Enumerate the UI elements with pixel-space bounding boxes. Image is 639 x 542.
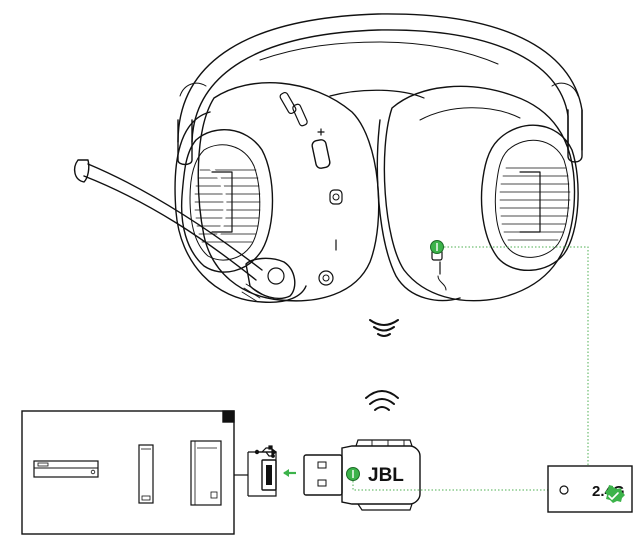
usb-symbol-icon [254,445,277,458]
console-box [21,410,277,535]
vertical-console-icon [138,444,154,504]
right-speaker-plate [480,124,579,271]
insert-arrow-icon [283,469,296,477]
left-speaker-plate [180,128,274,273]
headband [177,13,583,151]
tower-console-icon [190,440,222,506]
wireless-waves-icon [365,390,399,411]
right-ear-cup [383,85,576,302]
dongle-brand-label: JBL [368,465,404,486]
link-lines [352,246,589,491]
horizontal-console-icon [33,460,99,478]
corner-marker [222,410,235,423]
mic-boom [87,163,263,271]
usb-dongle [303,439,421,511]
left-ear-cup [197,82,380,302]
status-box [547,465,633,513]
check-badge-icon [605,485,625,503]
headset-illustration [73,13,583,303]
usb-port [261,459,277,491]
wireless-waves-icon [369,319,399,337]
